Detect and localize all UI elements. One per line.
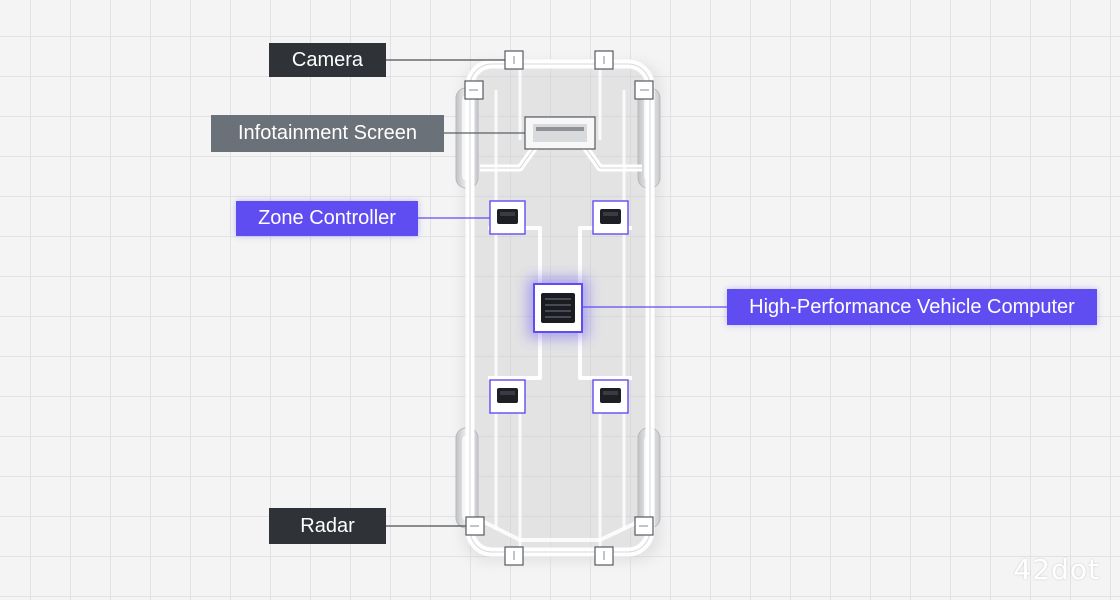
- zone-controller-rear-right: [592, 379, 629, 414]
- zone-controller-front-right: [592, 200, 629, 235]
- hpvc-label: High-Performance Vehicle Computer: [727, 289, 1097, 325]
- radar-sensor-left: [465, 516, 485, 536]
- camera-sensor-front-right: [594, 50, 614, 70]
- callout-lines: [386, 59, 727, 527]
- radar-sensor-rear-left: [504, 546, 524, 566]
- zone-controller-rear-left: [489, 379, 526, 414]
- infotainment-screen-label: Infotainment Screen: [211, 115, 444, 152]
- brand-logo: 42dot: [1013, 553, 1100, 586]
- zone-controller-front-left: [489, 200, 526, 235]
- camera-sensor-side-left: [464, 80, 484, 100]
- radar-sensor-right: [634, 516, 654, 536]
- hpvc-unit: [528, 278, 588, 338]
- camera-sensor-front-left: [504, 50, 524, 70]
- radar-sensor-rear-right: [594, 546, 614, 566]
- camera-label: Camera: [269, 43, 386, 77]
- zone-controller-label: Zone Controller: [236, 201, 418, 236]
- infotainment-screen-unit: [524, 116, 596, 150]
- camera-sensor-side-right: [634, 80, 654, 100]
- radar-label: Radar: [269, 508, 386, 544]
